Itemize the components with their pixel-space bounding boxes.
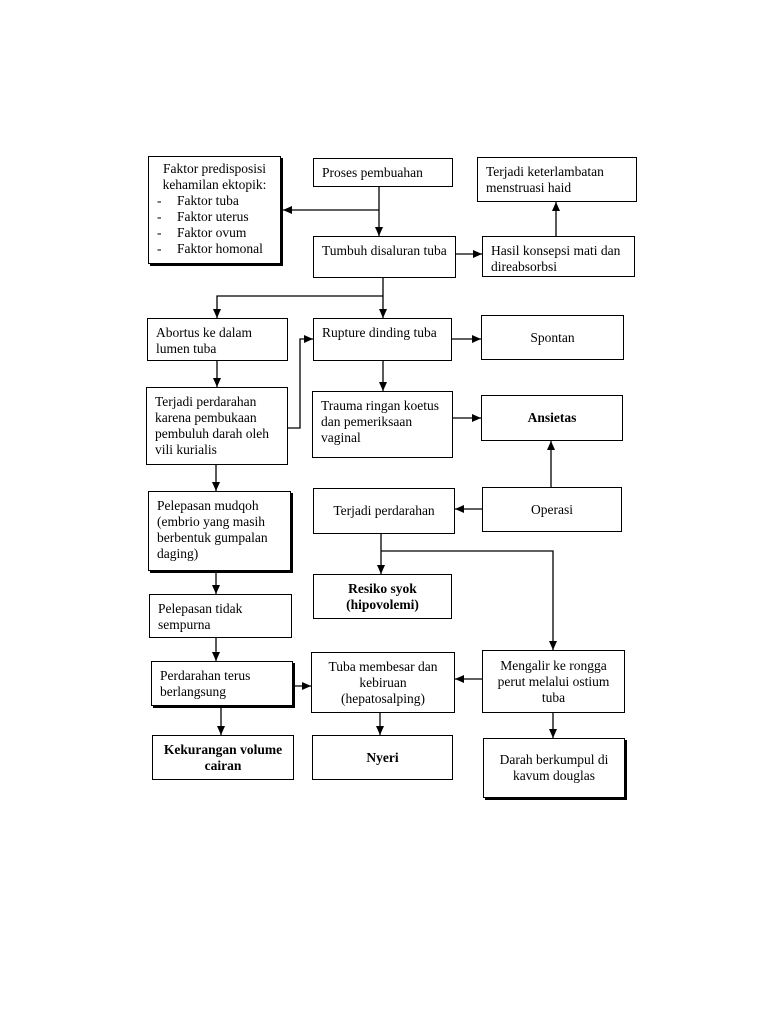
node-perdarahan-terus: Perdarahan terus berlangsung — [151, 661, 293, 706]
node-tumbuh-disaluran: Tumbuh disaluran tuba — [313, 236, 456, 278]
arrow-perdarahan-to-rupture — [288, 335, 313, 429]
node-rupture: Rupture dinding tuba — [313, 318, 452, 361]
node-trauma: Trauma ringan koetus dan pemeriksaan vag… — [312, 391, 453, 458]
node-faktor-predisposisi: Faktor predisposisi kehamilan ektopik: F… — [148, 156, 281, 264]
node-pelepasan-tidak: Pelepasan tidak sempurna — [149, 594, 292, 638]
node-terjadi-keterlambatan: Terjadi keterlambatan menstruasi haid — [477, 157, 637, 202]
node-darah-berkumpul: Darah berkumpul di kavum douglas — [483, 738, 625, 798]
arrow-tumbuh-to-abortus — [213, 295, 383, 318]
node-terjadi-perdarahan: Terjadi perdarahan — [313, 488, 455, 534]
node-mengalir: Mengalir ke rongga perut melalui ostium … — [482, 650, 625, 713]
node-hasil-konsepsi: Hasil konsepsi mati dan direabsorbsi — [482, 236, 635, 277]
list-item: Faktor ovum — [155, 225, 274, 241]
list-item: Faktor uterus — [155, 209, 274, 225]
faktor-list: Faktor tuba Faktor uterus Faktor ovum Fa… — [155, 193, 274, 257]
node-operasi: Operasi — [482, 487, 622, 532]
node-ansietas: Ansietas — [481, 395, 623, 441]
node-proses-pembuahan: Proses pembuahan — [313, 158, 453, 187]
node-pelepasan-mudqoh: Pelepasan mudqoh (embrio yang masih berb… — [148, 491, 291, 571]
list-item: Faktor tuba — [155, 193, 274, 209]
node-tuba-membesar: Tuba membesar dan kebiruan (hepatosalpin… — [311, 652, 455, 713]
node-kekurangan-volume: Kekurangan volume cairan — [152, 735, 294, 780]
node-perdarahan-pembukaan: Terjadi perdarahan karena pembukaan pemb… — [146, 387, 288, 465]
node-nyeri: Nyeri — [312, 735, 453, 780]
node-resiko-syok: Resiko syok (hipovolemi) — [313, 574, 452, 619]
list-item: Faktor homonal — [155, 241, 274, 257]
node-abortus: Abortus ke dalam lumen tuba — [147, 318, 288, 361]
faktor-title: Faktor predisposisi kehamilan ektopik: — [162, 161, 267, 192]
arrow-terjadi-to-mengalir — [381, 550, 557, 650]
node-spontan: Spontan — [481, 315, 624, 360]
